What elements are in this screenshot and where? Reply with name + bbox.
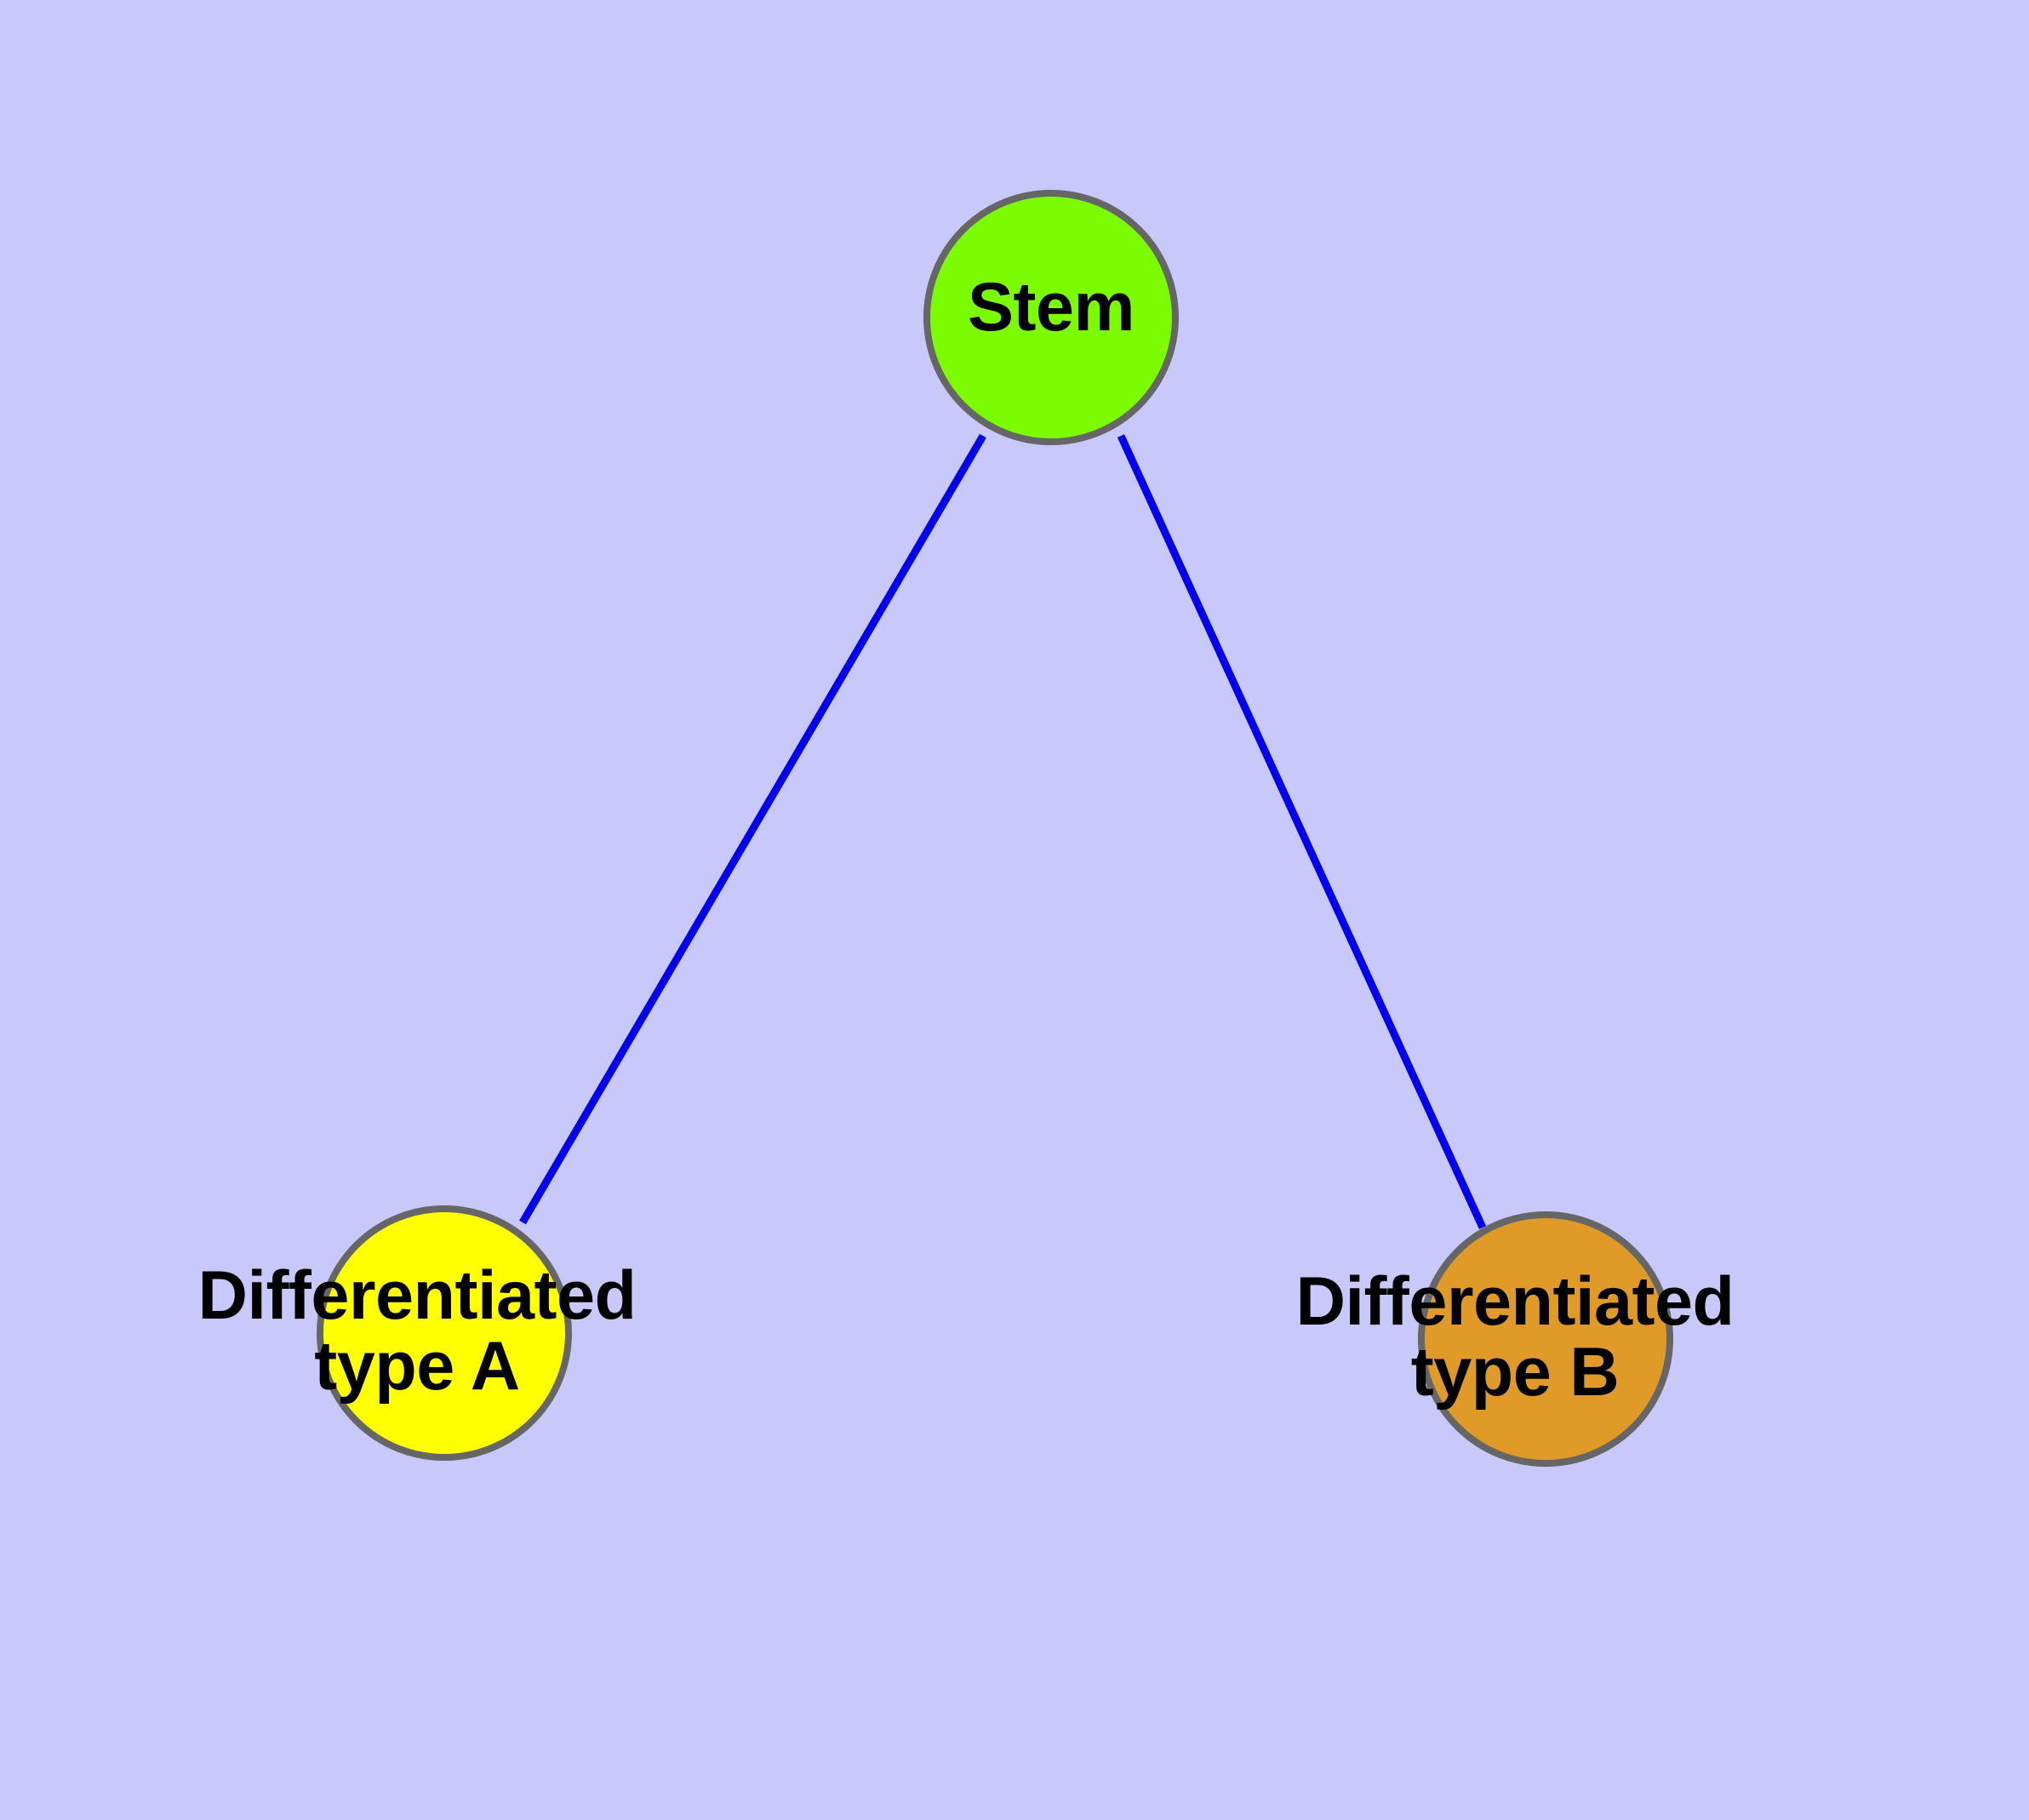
node-label-differentiated-type-a-line-2: type A <box>314 1328 520 1405</box>
node-stem[interactable] <box>923 190 1179 445</box>
edge-stem-to-differentiated-type-b[interactable] <box>1117 434 1487 1229</box>
node-label-differentiated-type-a-line-1: Differentiated <box>197 1257 637 1334</box>
node-differentiated-type-b[interactable] <box>1418 1211 1673 1467</box>
node-differentiated-type-a[interactable] <box>317 1205 572 1461</box>
node-label-stem-line-1: Stem <box>967 269 1135 346</box>
node-label-differentiated-type-b-line-1: Differentiated <box>1295 1263 1735 1340</box>
node-label-stem: Stem <box>881 272 1221 343</box>
edge-stem-to-differentiated-type-a[interactable] <box>519 433 986 1225</box>
node-label-differentiated-type-b-line-2: type B <box>1410 1334 1620 1411</box>
